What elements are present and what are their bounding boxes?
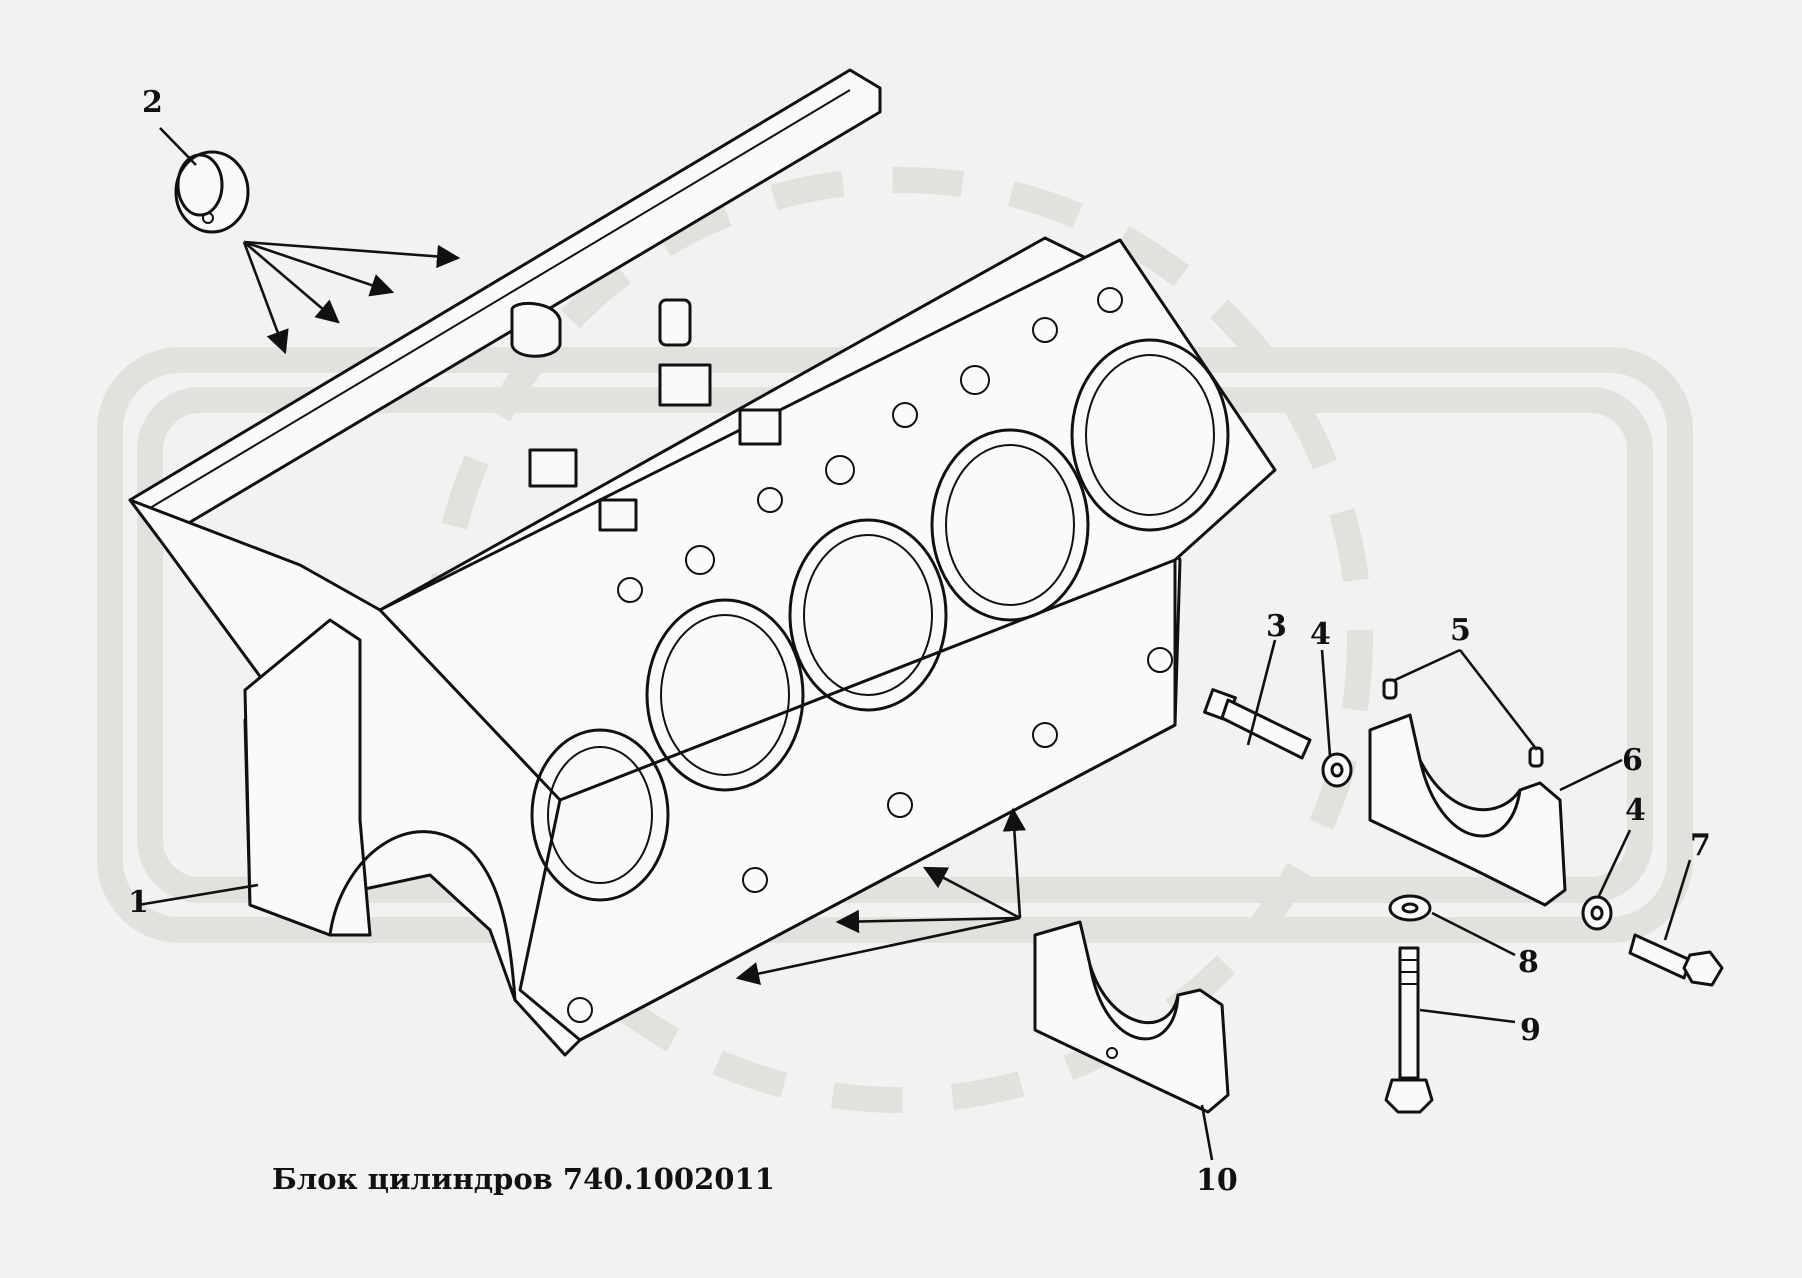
part-7-cap-bolt <box>1628 933 1724 987</box>
part-9-stud <box>1384 946 1434 1114</box>
part-3-bolt <box>1203 688 1312 760</box>
diagram-caption: Блок цилиндров 740.1002011 <box>272 1162 775 1196</box>
part-2-cam-bushing <box>174 150 250 234</box>
part-8-washer <box>1388 894 1432 922</box>
callout-9: 9 <box>1520 1013 1541 1048</box>
assembly-arrows-cap <box>735 807 1027 986</box>
callout-10: 10 <box>1196 1163 1238 1198</box>
callout-labels: 1 2 3 4 5 6 4 7 8 9 10 <box>128 85 1711 1198</box>
callout-4a: 4 <box>1310 617 1331 652</box>
part-4-washers <box>1321 752 1613 931</box>
callout-2: 2 <box>142 85 163 120</box>
leader-lines <box>137 127 1692 1161</box>
stud-holes <box>567 287 1173 1023</box>
assembly-arrows-bushing <box>242 240 461 355</box>
callout-7: 7 <box>1690 828 1711 863</box>
part-10-bearing-cap <box>1033 920 1230 1114</box>
callout-1: 1 <box>128 885 149 920</box>
callout-8: 8 <box>1518 945 1539 980</box>
callout-6: 6 <box>1622 743 1643 778</box>
part-6-bearing-cap <box>1368 713 1567 907</box>
callout-5: 5 <box>1450 613 1471 648</box>
cylinder-block <box>128 68 1277 1057</box>
cylinder-bores <box>530 338 1230 902</box>
callout-4b: 4 <box>1625 793 1646 828</box>
callout-3: 3 <box>1266 609 1287 644</box>
